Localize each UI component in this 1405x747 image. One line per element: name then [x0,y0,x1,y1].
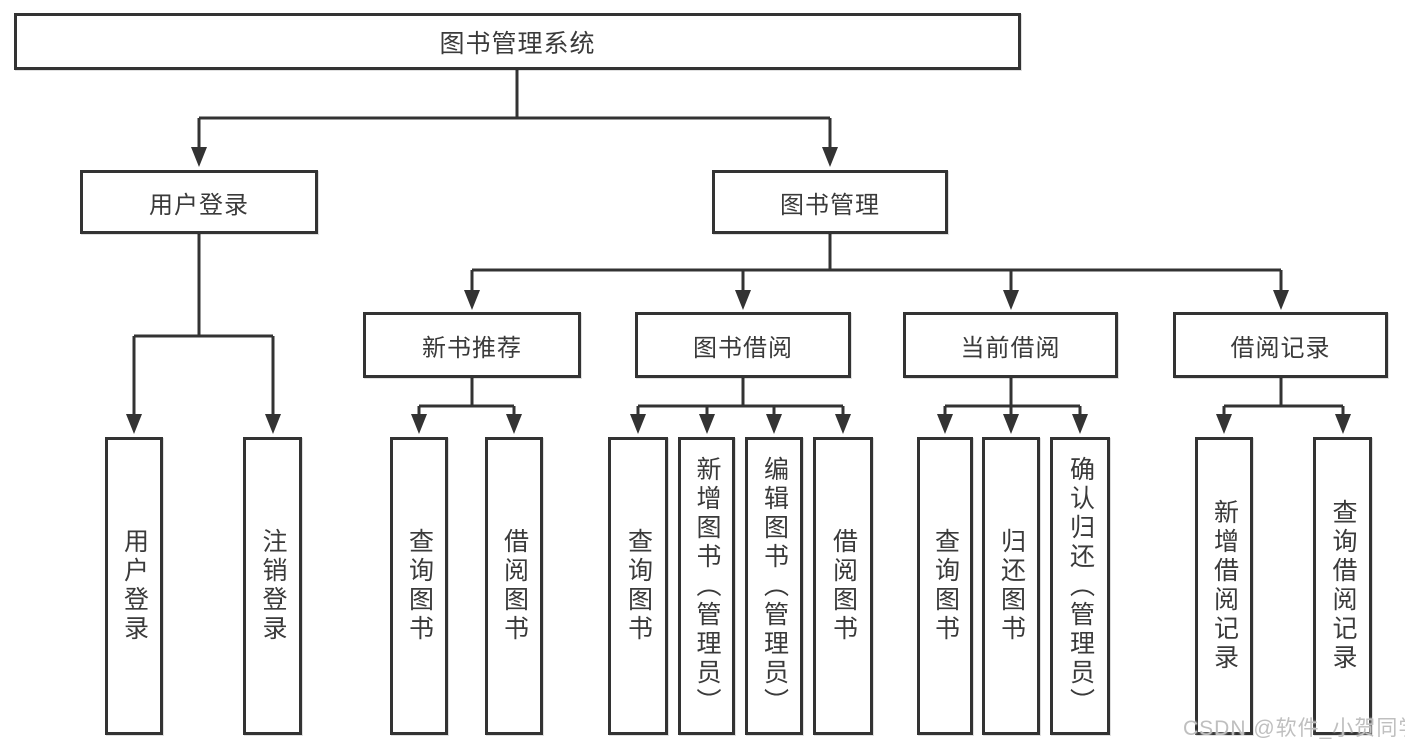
leaf-current-confirm-return-admin: 确认归还（管理员） [1050,437,1110,735]
leaf-current-query-books: 查询图书 [917,437,973,735]
node-current-borrowing: 当前借阅 [903,312,1118,378]
leaf-records-add-record: 新增借阅记录 [1195,437,1253,735]
leaf-records-query-record: 查询借阅记录 [1313,437,1372,735]
leaf-borrow-borrow-books: 借阅图书 [813,437,873,735]
leaf-borrow-add-books-admin: 新增图书（管理员） [678,437,735,735]
leaf-newbook-query-books: 查询图书 [390,437,448,735]
leaf-newbook-borrow-books: 借阅图书 [485,437,543,735]
leaf-logout: 注销登录 [243,437,302,735]
node-root-system: 图书管理系统 [14,13,1021,70]
arrowheads [126,147,1351,434]
node-new-book-recommend: 新书推荐 [363,312,581,378]
leaf-user-login: 用户登录 [105,437,163,735]
node-user-login: 用户登录 [80,170,318,234]
node-borrowing-records: 借阅记录 [1173,312,1388,378]
node-book-borrowing: 图书借阅 [635,312,851,378]
leaf-current-return-books: 归还图书 [982,437,1040,735]
leaf-borrow-edit-books-admin: 编辑图书（管理员） [745,437,803,735]
leaf-borrow-query-books: 查询图书 [608,437,668,735]
node-book-management: 图书管理 [712,170,948,234]
csdn-watermark: CSDN @软件_小贺同学 [1183,717,1405,740]
